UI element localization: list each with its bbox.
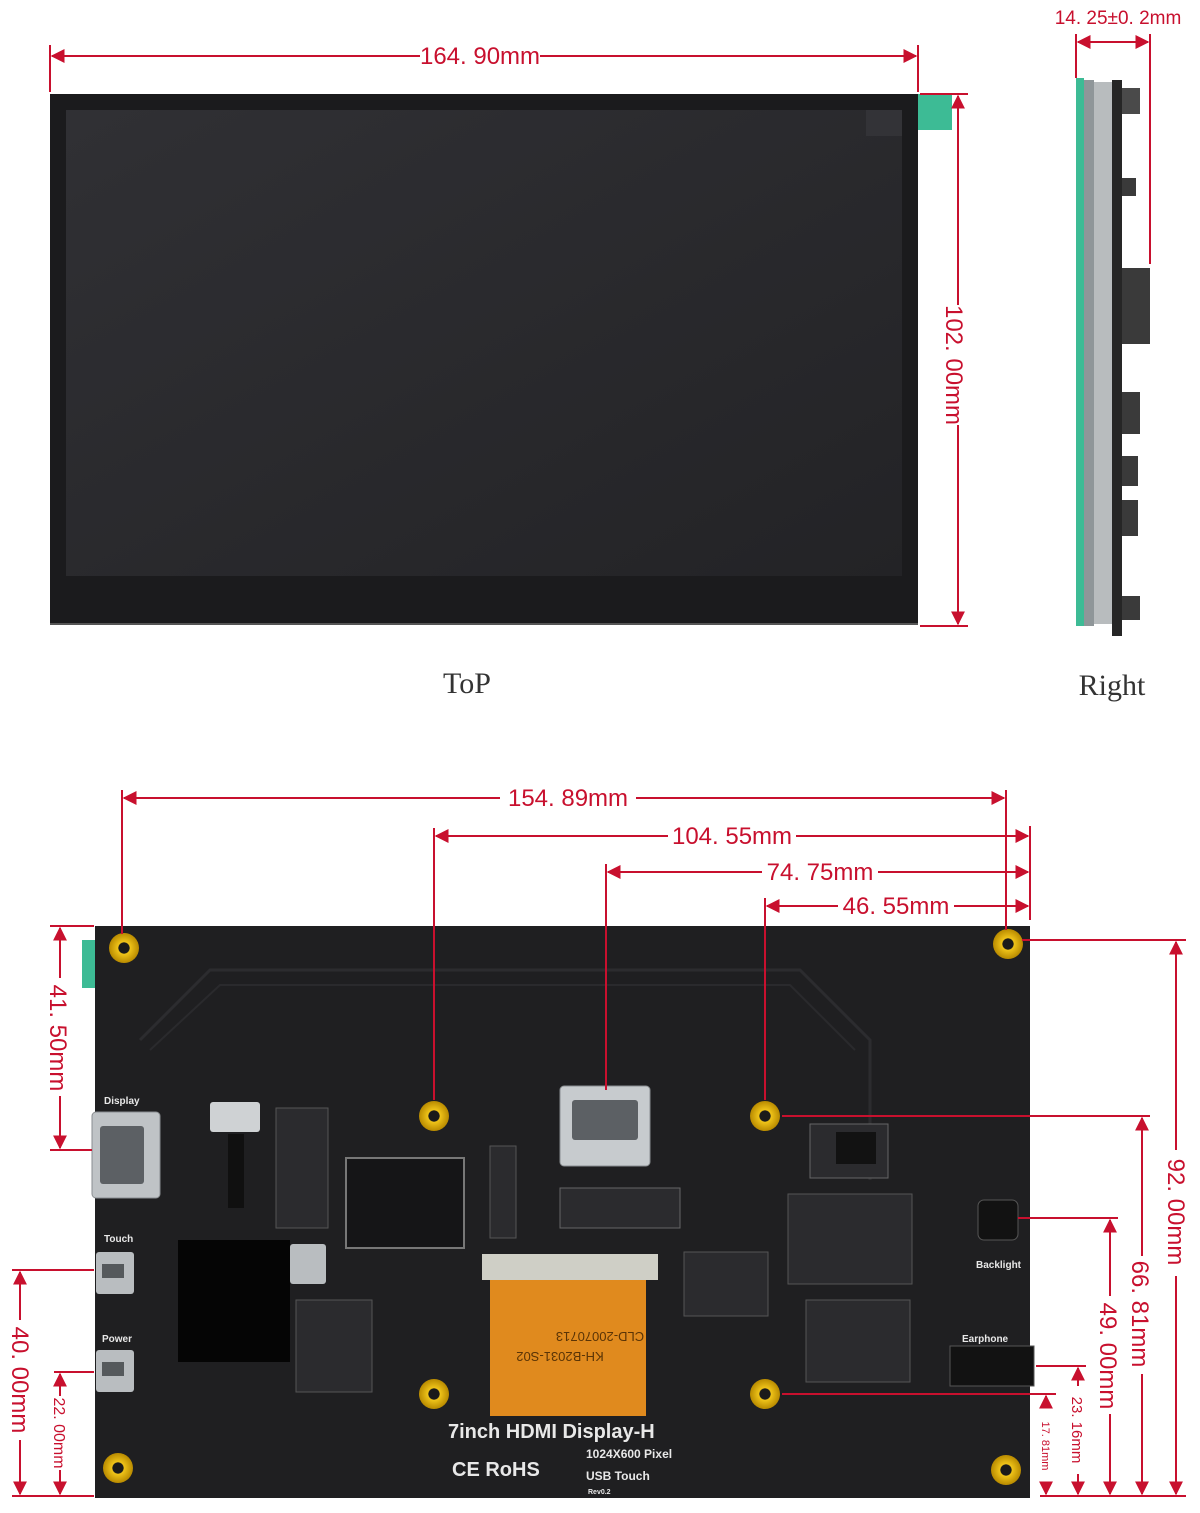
back-width-dimension: 154. 89mm [121, 785, 1007, 934]
power-port-y-label: 40. 00mm [6, 1327, 33, 1434]
cable-text-1: CLD-20070713 [556, 1329, 644, 1344]
board-resolution: 1024X600 Pixel [586, 1447, 672, 1461]
hole-x1-label: 104. 55mm [672, 823, 792, 850]
display-port-y-dimension: 41. 50mm [44, 925, 94, 1151]
side-glass [1076, 78, 1084, 626]
fpc-connector [482, 1254, 658, 1280]
side-connector-3 [1122, 392, 1140, 434]
hole-y-mid-label: 66. 81mm [1126, 1261, 1153, 1368]
side-pcb [1112, 80, 1122, 636]
hole-x1-dimension: 104. 55mm [433, 823, 1031, 1100]
top-height-dimension: 102. 00mm [920, 93, 968, 627]
right-view [1076, 78, 1150, 636]
hole-x2-label: 46. 55mm [843, 893, 950, 920]
top-width-dimension: 164. 90mm [49, 43, 919, 92]
top-width-label: 164. 90mm [420, 43, 540, 70]
power-port-y2-dimension: 22. 00mm [50, 1371, 94, 1496]
hole-y-bottom-label: 17. 81mm [1039, 1422, 1051, 1471]
cable-text-2: KH-B2031-S02 [516, 1349, 603, 1364]
board-rev: Rev0.2 [588, 1489, 611, 1496]
earphone-y-dimension: 23. 16mm [1036, 1365, 1086, 1496]
power-port-y-dimension: 40. 00mm [6, 1269, 94, 1497]
label-touch: Touch [104, 1234, 133, 1245]
label-power: Power [102, 1334, 132, 1345]
protective-film-tab [918, 94, 952, 130]
hole-y-mid-dimension: 66. 81mm [782, 1115, 1153, 1496]
backlight-y-dimension: 49. 00mm [1018, 1217, 1121, 1496]
earphone-y-label: 23. 16mm [1068, 1397, 1085, 1464]
backlight-button [977, 1199, 1019, 1241]
black-square-panel [178, 1240, 290, 1362]
back-width-label: 154. 89mm [508, 785, 628, 812]
ic-small-1 [275, 1107, 329, 1229]
side-frame [1094, 82, 1112, 624]
pin-row [559, 1187, 681, 1229]
board-usb-touch: USB Touch [586, 1469, 650, 1483]
top-height-label: 102. 00mm [940, 305, 967, 425]
label-display: Display [104, 1096, 140, 1107]
hole-y-full-dimension: 92. 00mm [1022, 939, 1189, 1497]
side-connector-6 [1122, 596, 1140, 620]
standoff-bottom-left [103, 1453, 133, 1483]
display-port-y-label: 41. 50mm [44, 985, 71, 1092]
board-certification: CE RoHS [452, 1459, 540, 1481]
side-connector-1 [1122, 88, 1140, 114]
resistor-array [489, 1145, 517, 1239]
switch-component [210, 1102, 260, 1132]
side-connector-4 [1122, 456, 1138, 486]
inductor-block [787, 1193, 913, 1285]
hdmi-x-dimension: 74. 75mm [605, 859, 1030, 1090]
capacitor-block [805, 1299, 911, 1383]
right-depth-dimension: 14. 25±0. 2mm [1055, 8, 1182, 264]
side-hdmi [1122, 268, 1150, 344]
screen-glare [866, 110, 902, 136]
standoff-low-left [419, 1379, 449, 1409]
back-view: CLD-20070713 KH-B2031-S02 Display Touch … [82, 926, 1035, 1498]
usb-port-center [290, 1244, 326, 1284]
standoff-bottom-right [991, 1455, 1021, 1485]
side-connector-2 [1122, 178, 1136, 196]
hole-y-bottom-dimension: 17. 81mm [1039, 1394, 1053, 1496]
standoff-top-left [109, 933, 139, 963]
top-view [50, 94, 952, 625]
top-view-label: ToP [443, 667, 491, 700]
right-view-label: Right [1079, 669, 1146, 702]
hdmi-x-label: 74. 75mm [767, 859, 874, 886]
main-chip [345, 1157, 465, 1249]
standoff-mid-right [750, 1101, 780, 1131]
label-earphone: Earphone [962, 1334, 1009, 1345]
right-depth-label: 14. 25±0. 2mm [1055, 8, 1182, 29]
backlight-y-label: 49. 00mm [1094, 1303, 1121, 1410]
label-backlight: Backlight [976, 1260, 1022, 1271]
standoff-top-right [993, 929, 1023, 959]
earphone-jack [949, 1345, 1035, 1387]
board-title: 7inch HDMI Display-H [448, 1421, 655, 1443]
capacitor-grid [295, 1299, 373, 1393]
side-connector-5 [1122, 500, 1138, 536]
power-port-y2-label: 22. 00mm [50, 1397, 67, 1468]
side-panel [1084, 80, 1094, 626]
standoff-mid-left [419, 1101, 449, 1131]
hole-x2-dimension: 46. 55mm [764, 893, 1030, 1100]
display-screen [66, 110, 902, 576]
flex-cable [490, 1280, 646, 1416]
standoff-low-right [750, 1379, 780, 1409]
ic-block-right [683, 1251, 769, 1317]
hole-y-full-label: 92. 00mm [1162, 1159, 1189, 1266]
